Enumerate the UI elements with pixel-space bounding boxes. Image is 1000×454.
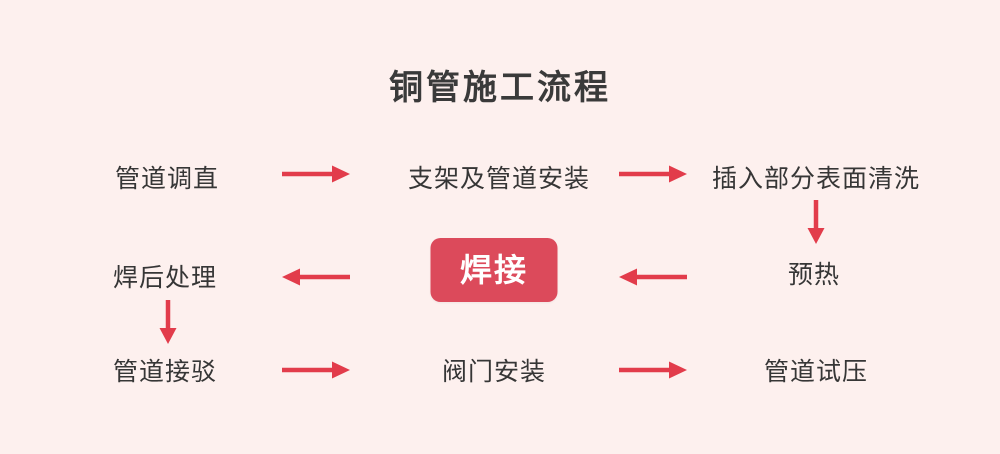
step-welding-highlight: 焊接 <box>430 238 558 302</box>
step-pipe-connection: 管道接驳 <box>112 358 218 386</box>
step-post-weld-treatment: 焊后处理 <box>112 264 218 292</box>
step-preheat: 预热 <box>787 261 841 289</box>
arrow-left-icon <box>282 268 350 286</box>
arrow-right-icon <box>282 165 350 183</box>
arrow-down-icon <box>159 300 177 344</box>
step-pipe-straightening: 管道调直 <box>114 165 220 193</box>
arrow-left-icon <box>619 268 687 286</box>
step-pipe-pressure-test: 管道试压 <box>763 358 869 386</box>
step-bracket-pipe-install: 支架及管道安装 <box>407 165 591 193</box>
arrow-right-icon <box>282 361 350 379</box>
step-valve-install: 阀门安装 <box>441 358 547 386</box>
arrow-right-icon <box>619 361 687 379</box>
step-insert-surface-clean: 插入部分表面清洗 <box>711 165 921 193</box>
arrow-right-icon <box>619 165 687 183</box>
arrow-down-icon <box>807 200 825 244</box>
page-title: 铜管施工流程 <box>389 69 611 107</box>
